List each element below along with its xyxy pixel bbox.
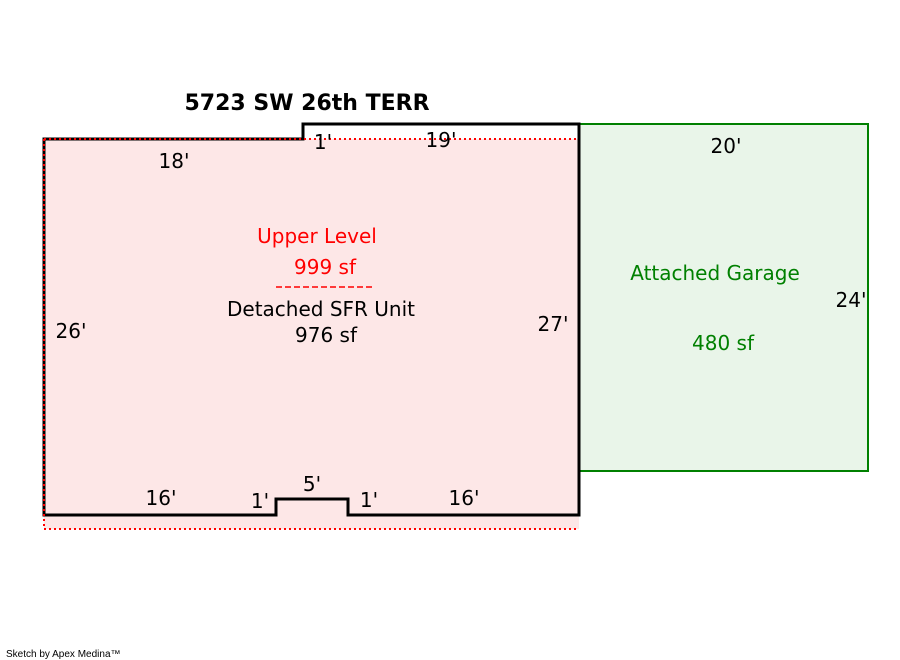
dim-bottom-right: 16': [449, 486, 480, 510]
dim-garage-right: 24': [836, 288, 867, 312]
dim-top-jog: 1': [314, 130, 332, 154]
dim-left: 26': [56, 319, 87, 343]
dim-top-left: 18': [159, 149, 190, 173]
dim-garage-top: 20': [711, 134, 742, 158]
dim-bottom-left: 16': [146, 486, 177, 510]
upper-level-label: Upper Level: [257, 224, 377, 248]
dim-top-right: 19': [426, 128, 457, 152]
main-unit-outline: [42, 122, 581, 517]
dim-right: 27': [538, 312, 569, 336]
dim-bottom-jog-left: 1': [251, 489, 269, 513]
main-unit-area: 976 sf: [295, 323, 358, 347]
sketch-credit: Sketch by Apex Medina™: [6, 649, 121, 660]
garage-area: 480 sf: [692, 331, 755, 355]
upper-level-area: 999 sf: [294, 255, 357, 279]
garage-outline: [578, 123, 869, 472]
upper-level-outline: [43, 138, 579, 530]
property-address: 5723 SW 26th TERR: [184, 91, 429, 116]
garage-label: Attached Garage: [630, 261, 800, 285]
dim-bottom-jog-right: 1': [360, 488, 378, 512]
upper-level-fill: [44, 139, 579, 529]
main-unit-label: Detached SFR Unit: [227, 297, 415, 321]
dim-bottom-bump: 5': [303, 472, 321, 496]
